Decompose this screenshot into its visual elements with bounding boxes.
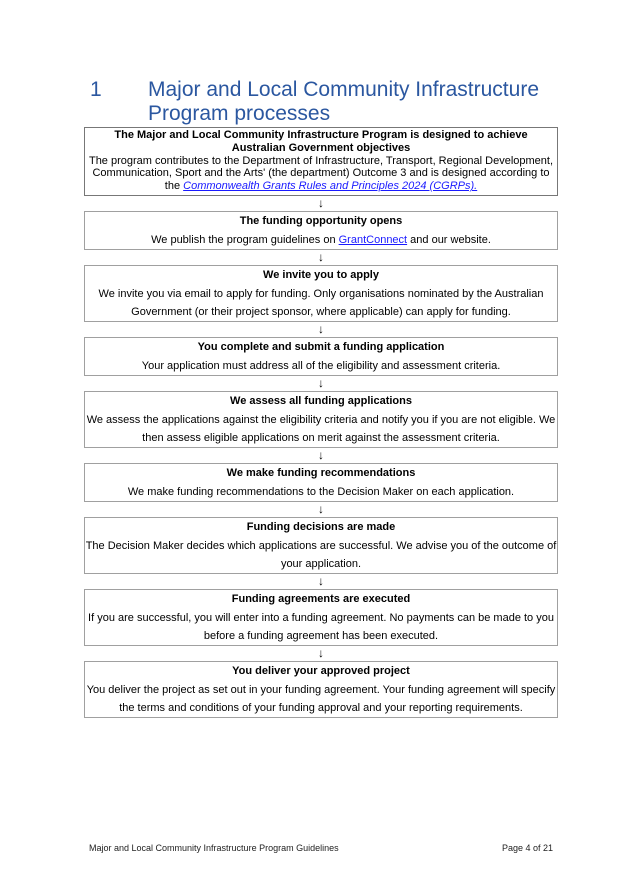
arrow-down-icon: ↓ xyxy=(318,375,324,390)
step-box: The funding opportunity opens We publish… xyxy=(84,210,558,250)
step-body: We assess the applications against the e… xyxy=(86,413,556,444)
step-box: Funding agreements are executed If you a… xyxy=(84,588,558,646)
step-box: We invite you to apply We invite you via… xyxy=(84,264,558,322)
step-body: You deliver the project as set out in yo… xyxy=(86,683,556,714)
footer-page-number: Page 4 of 21 xyxy=(501,843,553,853)
step-body: We make funding recommendations to the D… xyxy=(127,485,515,498)
section-heading: 1 Major and Local Community Infrastructu… xyxy=(90,78,560,126)
footer-document-title: Major and Local Community Infrastructure… xyxy=(89,843,339,853)
section-number: 1 xyxy=(90,78,102,101)
arrow-down-icon: ↓ xyxy=(318,447,324,462)
step-title: Funding agreements are executed xyxy=(231,592,411,605)
objectives-title: The Major and Local Community Infrastruc… xyxy=(114,129,528,154)
arrow-down-icon: ↓ xyxy=(318,501,324,516)
step-body: If you are successful, you will enter in… xyxy=(88,611,554,642)
grantconnect-link[interactable]: GrantConnect xyxy=(338,233,408,246)
page-footer: Major and Local Community Infrastructure… xyxy=(89,843,553,853)
arrow-down-icon: ↓ xyxy=(318,645,324,660)
step-box: You complete and submit a funding applic… xyxy=(84,336,558,376)
section-title: Major and Local Community Infrastructure… xyxy=(148,78,539,125)
step-body: We publish the program guidelines on Gra… xyxy=(85,231,557,249)
arrow-down-icon: ↓ xyxy=(318,321,324,336)
step-title: We assess all funding applications xyxy=(230,394,412,407)
objectives-body: The program contributes to the Departmen… xyxy=(87,155,555,193)
arrow-down-icon: ↓ xyxy=(318,573,324,588)
step-body: We invite you via email to apply for fun… xyxy=(98,287,544,318)
process-flowchart: The Major and Local Community Infrastruc… xyxy=(84,127,558,718)
step-body: The Decision Maker decides which applica… xyxy=(85,539,557,570)
objectives-text: The program contributes to the Departmen… xyxy=(88,154,554,193)
objectives-box: The Major and Local Community Infrastruc… xyxy=(84,127,558,196)
step-text: and our website. xyxy=(407,233,491,246)
step-title: You complete and submit a funding applic… xyxy=(197,340,445,353)
step-text: We publish the program guidelines on xyxy=(151,233,339,246)
step-title: We make funding recommendations xyxy=(226,466,416,479)
step-title: We invite you to apply xyxy=(263,268,379,281)
step-box: Funding decisions are made The Decision … xyxy=(84,516,558,574)
arrow-down-icon: ↓ xyxy=(318,249,324,264)
step-box: We assess all funding applications We as… xyxy=(84,390,558,448)
step-box: We make funding recommendations We make … xyxy=(84,462,558,502)
step-title: The funding opportunity opens xyxy=(239,214,403,227)
step-body: Your application must address all of the… xyxy=(141,359,501,372)
step-box: You deliver your approved project You de… xyxy=(84,660,558,718)
arrow-down-icon: ↓ xyxy=(318,195,324,210)
step-title: You deliver your approved project xyxy=(232,664,410,677)
cgrps-link[interactable]: Commonwealth Grants Rules and Principles… xyxy=(183,180,478,193)
step-title: Funding decisions are made xyxy=(246,520,396,533)
